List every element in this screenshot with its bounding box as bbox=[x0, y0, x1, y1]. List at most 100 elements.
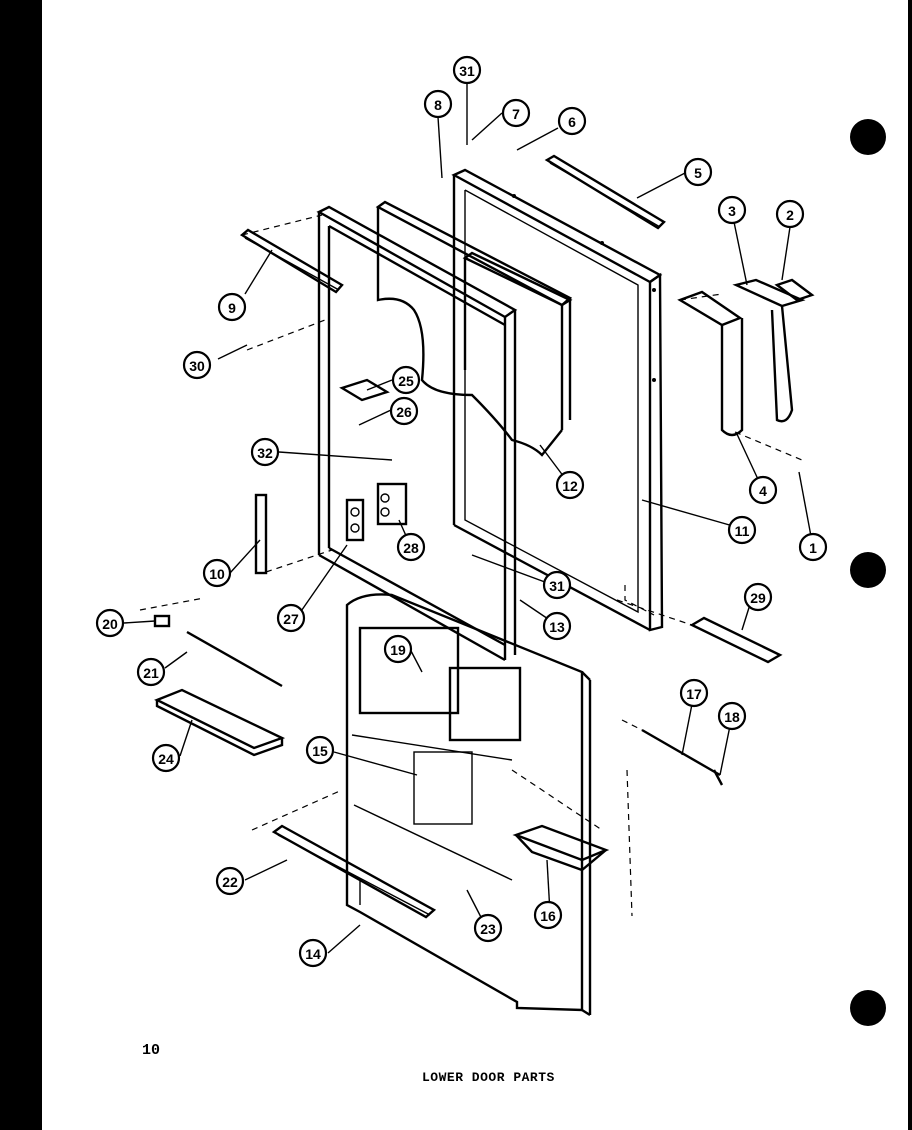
callout-circle bbox=[743, 582, 773, 612]
callout-number: 11 bbox=[735, 523, 750, 539]
callout-number: 21 bbox=[143, 665, 159, 681]
callout-part-23: 23 bbox=[473, 913, 503, 943]
callout-number: 12 bbox=[562, 478, 578, 494]
callout-circle bbox=[182, 350, 212, 380]
part-13-gasket-frame bbox=[316, 205, 518, 662]
callout-circle bbox=[542, 611, 572, 641]
callout-number: 6 bbox=[568, 114, 576, 130]
part-28-hinge-bracket bbox=[376, 482, 408, 526]
callout-circle bbox=[95, 608, 125, 638]
callout-number: 10 bbox=[209, 566, 225, 582]
callout-circle bbox=[389, 396, 419, 426]
callout-number: 15 bbox=[312, 743, 328, 759]
callout-number: 23 bbox=[480, 921, 496, 937]
callout-part-6: 6 bbox=[557, 106, 587, 136]
callout-circle bbox=[473, 913, 503, 943]
callout-number: 13 bbox=[549, 619, 565, 635]
callout-circle bbox=[533, 900, 563, 930]
callout-part-3: 3 bbox=[717, 195, 747, 225]
callout-part-16: 16 bbox=[533, 900, 563, 930]
callout-number: 8 bbox=[434, 97, 442, 113]
callout-circle bbox=[717, 195, 747, 225]
callout-part-2: 2 bbox=[775, 199, 805, 229]
callout-number: 28 bbox=[403, 540, 419, 556]
callout-circle bbox=[679, 678, 709, 708]
callout-number: 14 bbox=[305, 946, 321, 962]
callout-circle bbox=[542, 570, 572, 600]
callout-circle bbox=[683, 157, 713, 187]
part-9-trim-bar bbox=[239, 228, 344, 294]
callout-part-8: 8 bbox=[423, 89, 453, 119]
callout-part-11: 11 bbox=[727, 515, 757, 545]
callout-number: 22 bbox=[222, 874, 238, 890]
callout-part-31: 31 bbox=[542, 570, 572, 600]
part-5-top-trim bbox=[544, 154, 666, 230]
callout-number: 31 bbox=[549, 578, 565, 594]
binder-hole-top bbox=[850, 119, 886, 155]
callout-part-21: 21 bbox=[136, 657, 166, 687]
callout-number: 2 bbox=[786, 207, 794, 223]
callout-part-13: 13 bbox=[542, 611, 572, 641]
callout-circle bbox=[727, 515, 757, 545]
diagram-caption: LOWER DOOR PARTS bbox=[422, 1070, 555, 1085]
part-14-door-liner bbox=[345, 593, 592, 1017]
binder-hole-bottom bbox=[850, 990, 886, 1026]
callout-part-27: 27 bbox=[276, 603, 306, 633]
part-16-cup bbox=[512, 824, 610, 872]
callout-part-22: 22 bbox=[215, 866, 245, 896]
callout-number: 20 bbox=[102, 616, 118, 632]
part-3-bracket bbox=[677, 290, 744, 437]
callout-number: 27 bbox=[283, 611, 299, 627]
callout-part-30: 30 bbox=[182, 350, 212, 380]
callout-circle bbox=[298, 938, 328, 968]
callout-circle bbox=[557, 106, 587, 136]
part-10-strip bbox=[254, 493, 268, 575]
part-22-shelf-rail bbox=[271, 824, 437, 919]
callout-number: 5 bbox=[694, 165, 702, 181]
callout-circle bbox=[202, 558, 232, 588]
callout-part-15: 15 bbox=[305, 735, 335, 765]
callout-circle bbox=[151, 743, 181, 773]
callout-circle bbox=[136, 657, 166, 687]
callout-circle bbox=[452, 55, 482, 85]
callout-part-29: 29 bbox=[743, 582, 773, 612]
part-27-plate bbox=[345, 498, 365, 542]
callout-number: 24 bbox=[158, 751, 174, 767]
exploded-parts-diagram: 3187653293025263212411128102731292013211… bbox=[95, 55, 828, 1017]
callout-number: 1 bbox=[809, 540, 817, 556]
part-29-lower-trim bbox=[689, 616, 783, 664]
callout-part-24: 24 bbox=[151, 743, 181, 773]
callout-circle bbox=[391, 365, 421, 395]
callout-circle bbox=[217, 292, 247, 322]
callout-part-14: 14 bbox=[298, 938, 328, 968]
callout-circle bbox=[276, 603, 306, 633]
callout-number: 25 bbox=[398, 373, 414, 389]
callout-circle bbox=[396, 532, 426, 562]
callout-part-9: 9 bbox=[217, 292, 247, 322]
callout-part-32: 32 bbox=[250, 437, 280, 467]
part-2-small-strip bbox=[774, 278, 815, 302]
callout-part-17: 17 bbox=[679, 678, 709, 708]
callout-circle bbox=[555, 470, 585, 500]
callout-number: 26 bbox=[396, 404, 412, 420]
callout-part-10: 10 bbox=[202, 558, 232, 588]
part-12-insulation bbox=[375, 200, 573, 457]
callout-circle bbox=[775, 199, 805, 229]
callout-part-7: 7 bbox=[501, 98, 531, 128]
callout-circle bbox=[305, 735, 335, 765]
callout-circle bbox=[250, 437, 280, 467]
part-17-rod bbox=[641, 728, 721, 777]
callout-circle bbox=[748, 475, 778, 505]
callout-part-19: 19 bbox=[383, 634, 413, 664]
callout-part-5: 5 bbox=[683, 157, 713, 187]
callout-number: 30 bbox=[189, 358, 205, 374]
callout-part-31: 31 bbox=[452, 55, 482, 85]
callout-part-20: 20 bbox=[95, 608, 125, 638]
part-2-bracket bbox=[732, 278, 806, 423]
part-18-screw bbox=[712, 769, 724, 786]
callout-part-12: 12 bbox=[555, 470, 585, 500]
part-21-strip bbox=[186, 630, 283, 688]
callout-circle bbox=[215, 866, 245, 896]
